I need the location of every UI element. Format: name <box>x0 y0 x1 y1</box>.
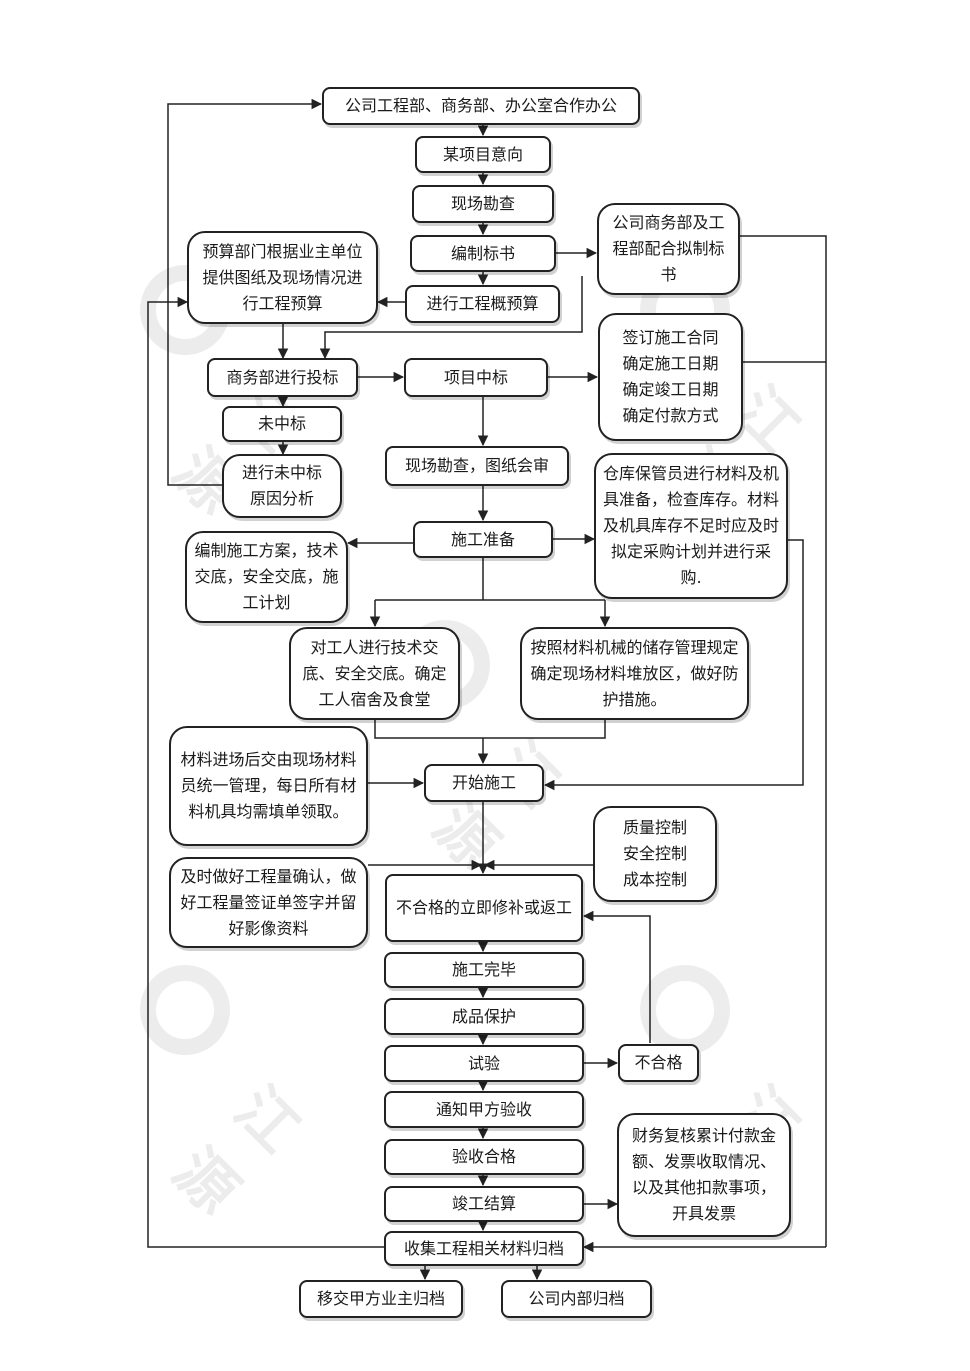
node-final-settlement: 竣工结算 <box>384 1186 584 1222</box>
edge-warehouse-start <box>543 539 804 791</box>
node-construction-prep: 施工准备 <box>413 521 553 558</box>
edge-collect-left <box>147 296 384 1248</box>
node-worker-briefing: 对工人进行技术交底、安全交底。确定工人宿舍及食堂 <box>289 627 460 720</box>
node-survey-drawing-review: 现场勘查，图纸会审 <box>385 446 569 486</box>
node-testing: 试验 <box>384 1045 584 1082</box>
node-controls: 质量控制 安全控制 成本控制 <box>593 806 717 902</box>
node-material-storage: 按照材料机械的储存管理规定确定现场材料堆放区，做好防护措施。 <box>520 627 749 720</box>
node-internal-archive: 公司内部归档 <box>501 1280 652 1318</box>
node-joint-office: 公司工程部、商务部、办公室合作办公 <box>322 87 640 125</box>
node-budget-department: 预算部门根据业主单位提供图纸及现场情况进行工程预算 <box>187 231 378 324</box>
node-project-intent: 某项目意向 <box>415 136 551 173</box>
edge-analysis-top <box>167 98 323 486</box>
edge-bizdept-bidding <box>319 276 583 360</box>
node-start-construction: 开始施工 <box>424 764 544 802</box>
edge-fail-rework <box>582 910 651 1043</box>
node-acceptance-passed: 验收合格 <box>384 1139 584 1175</box>
node-finished-protection: 成品保护 <box>384 998 584 1035</box>
watermark-group: 江源 <box>140 965 313 1228</box>
node-materials-entry: 材料进场后交由现场材料员统一管理，每日所有材料机具均需填单领取。 <box>169 726 368 846</box>
node-collect-archive: 收集工程相关材料归档 <box>384 1231 584 1266</box>
node-won-bid: 项目中标 <box>404 358 548 397</box>
node-sign-contract: 签订施工合同 确定施工日期 确定竣工日期 确定付款方式 <box>598 313 743 441</box>
node-notify-client-acceptance: 通知甲方验收 <box>384 1091 584 1128</box>
node-warehouse-prep: 仓库保管员进行材料及机具准备，检查库存。材料及机具库存不足时应及时拟定采购计划并… <box>594 453 788 599</box>
node-rework: 不合格的立即修补或返工 <box>385 874 583 942</box>
node-handover-client-archive: 移交甲方业主归档 <box>299 1280 463 1318</box>
node-finance-review: 财务复核累计付款金额、发票收取情况、以及其他扣款事项，开具发票 <box>617 1113 791 1237</box>
node-quantity-confirmation: 及时做好工程量确认，做好工程量签证单签字并留好影像资料 <box>169 857 368 948</box>
node-preliminary-budget: 进行工程概预算 <box>405 285 560 323</box>
edge-bizdept-right <box>740 235 827 1247</box>
node-bidding: 商务部进行投标 <box>207 358 358 397</box>
node-not-won: 未中标 <box>222 406 342 442</box>
node-construction-plan: 编制施工方案，技术交底，安全交底，施工计划 <box>185 531 348 623</box>
edge-workers-merge <box>374 720 606 739</box>
node-loss-analysis: 进行未中标 原因分析 <box>222 454 342 518</box>
node-test-failed: 不合格 <box>618 1044 699 1082</box>
node-prepare-tender: 编制标书 <box>410 235 556 272</box>
node-site-survey: 现场勘查 <box>412 185 554 223</box>
node-business-dept-tender: 公司商务部及工程部配合拟制标书 <box>597 203 740 295</box>
node-construction-complete: 施工完毕 <box>384 952 584 988</box>
